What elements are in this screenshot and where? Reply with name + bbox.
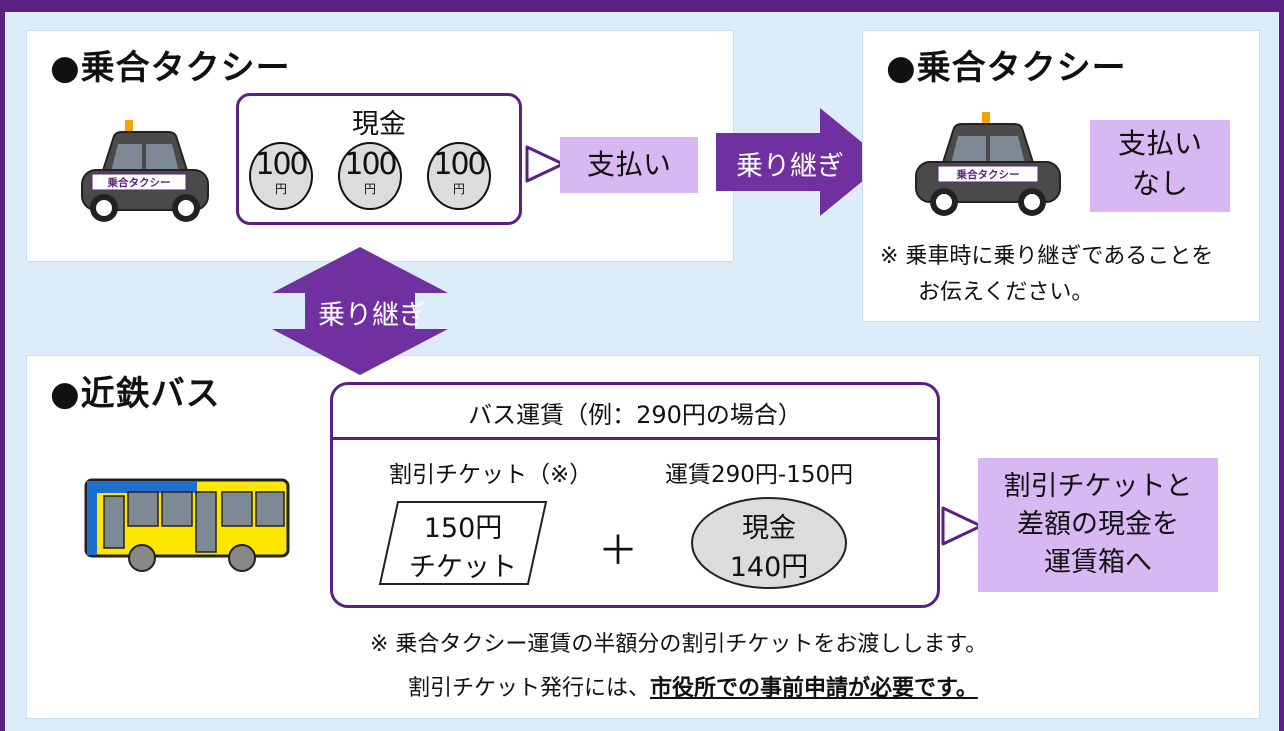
cash-ellipse: [691, 497, 847, 589]
cash-line1: 現金: [742, 513, 796, 544]
coin-100: 100 円: [338, 142, 402, 210]
taxi-right-icon: 乗合タクシー: [915, 112, 1061, 216]
cash-box: 現金 100 円 100 円 100 円: [236, 93, 522, 225]
bus-note-emphasis: 市役所での事前申請が必要です。: [650, 676, 978, 701]
taxi-left-heading: ●乗合タクシー: [50, 48, 291, 88]
taxi-left-sign: 乗合タクシー: [107, 176, 171, 189]
coin-100: 100 円: [427, 142, 491, 210]
bus-note-line2-prefix: 割引チケット発行には、: [408, 676, 651, 701]
coin-value: 100: [433, 147, 486, 182]
taxi-right-note-line1: ※ 乗車時に乗り継ぎであることを: [880, 244, 1214, 269]
pay-label-text: 支払い: [586, 148, 671, 181]
fare-title: バス運賃（例：290円の場合）: [468, 401, 802, 429]
bus-heading: ●近鉄バス: [50, 374, 221, 414]
result-label: 割引チケットと 差額の現金を 運賃箱へ: [978, 458, 1218, 592]
transfer-down-label: 乗り継ぎ: [318, 300, 426, 331]
coin-unit: 円: [274, 182, 287, 196]
ticket-header: 割引チケット（※）: [389, 462, 593, 488]
transfer-right-label: 乗り継ぎ: [736, 151, 844, 182]
fare-divider: [333, 437, 937, 440]
taxi-right-sign: 乗合タクシー: [956, 168, 1020, 181]
bus-fare-box: バス運賃（例：290円の場合） 割引チケット（※） 運賃290円-150円: [330, 382, 940, 608]
top-border: [0, 0, 1284, 12]
ticket-line2: チケット: [409, 552, 517, 583]
transfer-down-arrow: [272, 247, 448, 375]
bus-icon: [84, 478, 290, 572]
pointer-triangle-icon: [525, 145, 565, 183]
fare-header: 運賃290円-150円: [665, 462, 854, 488]
ticket-shape: [378, 501, 548, 585]
no-payment-label: 支払い なし: [1090, 120, 1230, 212]
result-line2: 差額の現金を: [1017, 509, 1179, 540]
right-border: [1279, 0, 1284, 731]
no-payment-line2: なし: [1131, 167, 1188, 200]
pay-label: 支払い: [560, 137, 698, 193]
coin-unit: 円: [363, 182, 376, 196]
no-payment-line1: 支払い: [1117, 127, 1202, 160]
cash-label: 現金: [352, 109, 406, 140]
coin-value: 100: [344, 147, 397, 182]
cash-line2: 140円: [729, 552, 809, 583]
result-line1: 割引チケットと: [1003, 471, 1193, 502]
result-line3: 運賃箱へ: [1044, 547, 1152, 578]
bus-note-line2: 割引チケット発行には、市役所での事前申請が必要です。: [408, 670, 978, 702]
bus-note-line1: ※ 乗合タクシー運賃の半額分の割引チケットをお渡しします。: [370, 632, 988, 657]
taxi-right-note-line2: お伝えください。: [918, 280, 1094, 305]
ticket-line1: 150円: [423, 513, 503, 544]
taxi-left-icon: 乗合タクシー: [81, 120, 209, 222]
plus-sign: ＋: [598, 528, 638, 574]
transfer-right-arrow: [716, 108, 886, 216]
coin-100: 100 円: [249, 142, 313, 210]
taxi-right-heading: ●乗合タクシー: [886, 48, 1127, 88]
coin-unit: 円: [452, 182, 465, 196]
coin-value: 100: [255, 147, 308, 182]
left-border: [0, 0, 5, 731]
pointer-triangle-icon: [941, 506, 983, 546]
